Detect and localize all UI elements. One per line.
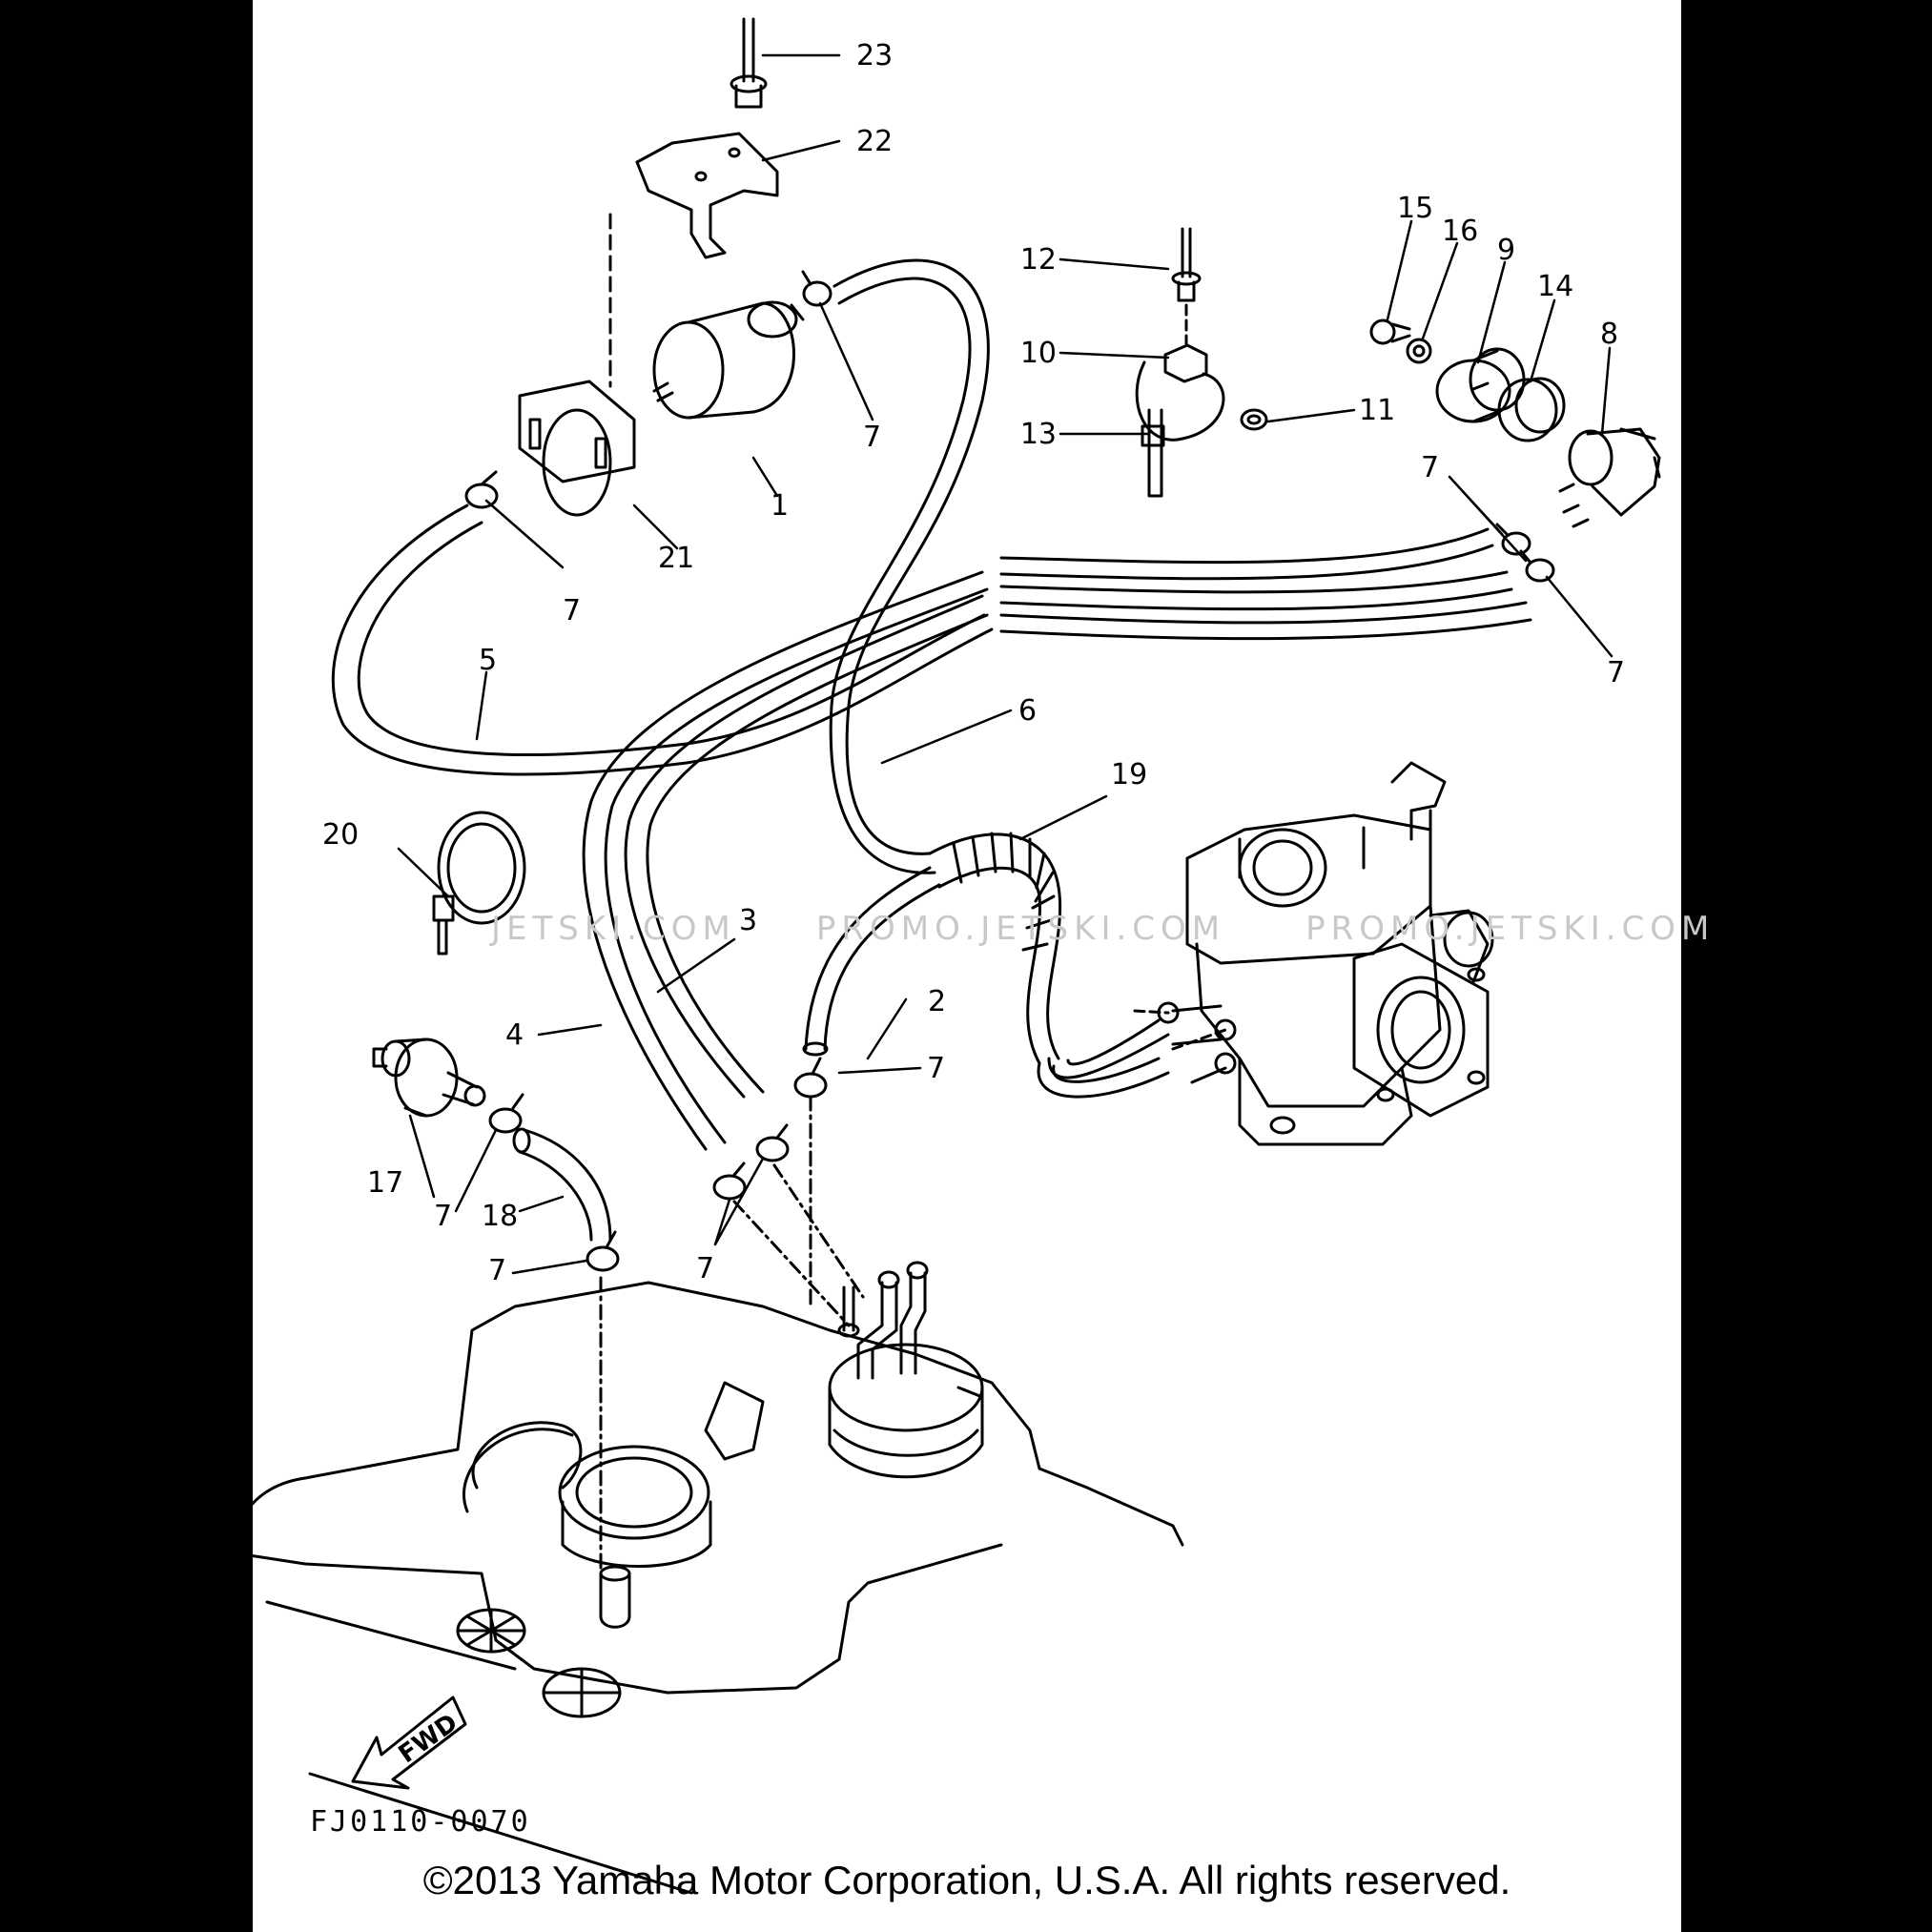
callout-5: 5: [479, 644, 497, 677]
washer-11: [1240, 408, 1268, 431]
callout-16: 16: [1442, 215, 1478, 248]
screw-15: [1369, 319, 1411, 345]
assembly-line-c: [732, 1200, 851, 1327]
bracket-21: [518, 380, 636, 517]
fuel-pickup: [828, 1261, 984, 1479]
callout-7-pair: 7: [696, 1252, 714, 1285]
callout-7-right: 7: [1607, 656, 1625, 689]
diagram-code: FJ0110-0070: [310, 1805, 531, 1839]
carburetor: [1133, 761, 1494, 1146]
callout-7-cock: 7: [1421, 451, 1439, 484]
callout-22: 22: [856, 125, 893, 158]
callout-numbers: 23 22 12 10 13 11 15 16 9 14 8 7 7 1 7 2…: [322, 39, 1625, 1287]
callout-10: 10: [1020, 337, 1057, 370]
callout-7-joint: 7: [434, 1200, 452, 1233]
callout-4: 4: [505, 1018, 524, 1052]
drain-plugs: [456, 1608, 622, 1718]
clamp-7-i: [586, 1230, 620, 1272]
fuel-cock-8: [1558, 427, 1661, 528]
callout-8: 8: [1600, 318, 1618, 351]
band-13: [1141, 408, 1165, 498]
watermark-text: JETSKI.COM PROMO.JETSKI.COM PROMO.JETSKI…: [489, 910, 1715, 948]
callout-15: 15: [1397, 192, 1433, 225]
callout-23: 23: [856, 39, 893, 72]
callout-7-hose2: 7: [927, 1052, 945, 1085]
vent-fitting: [599, 1565, 631, 1629]
hose-6: [829, 258, 990, 874]
callout-21: 21: [658, 542, 694, 575]
hose-2: [802, 866, 941, 1057]
callout-7-filter: 7: [863, 421, 881, 454]
callout-11: 11: [1359, 394, 1395, 427]
washer-16: [1406, 338, 1432, 364]
callout-6: 6: [1018, 694, 1037, 728]
callout-20: 20: [322, 818, 359, 852]
clip-20: [432, 811, 526, 956]
callout-13: 13: [1020, 418, 1057, 451]
callout-18: 18: [482, 1200, 518, 1233]
fuel-filter-1: [652, 300, 805, 420]
screw-23: [730, 17, 768, 109]
hose-19-corrugated: [928, 832, 1170, 1099]
callout-17: 17: [367, 1166, 403, 1200]
leader-lines: [397, 53, 1613, 1275]
hose-4: [582, 570, 989, 1151]
nut-14: [1497, 377, 1566, 442]
callout-9: 9: [1497, 234, 1515, 267]
assembly-line-b: [772, 1163, 865, 1299]
callout-19: 19: [1111, 758, 1147, 791]
copyright-notice: ©2013 Yamaha Motor Corporation, U.S.A. A…: [422, 1858, 1511, 1902]
callout-7-lower: 7: [488, 1254, 506, 1287]
joint-17: [372, 1038, 486, 1118]
hose-bundle-right: [999, 527, 1532, 641]
callout-14: 14: [1537, 270, 1573, 303]
hose-18: [512, 1127, 612, 1242]
clamp-7-c: [1495, 523, 1531, 556]
callout-1: 1: [771, 489, 789, 523]
clamp-7-e: [793, 1057, 828, 1099]
hose-3: [624, 594, 989, 1099]
screw-12: [1171, 227, 1202, 302]
clamp-7-g: [712, 1161, 747, 1201]
callout-12: 12: [1020, 243, 1057, 277]
callout-3: 3: [739, 904, 757, 937]
fuel-tank: [236, 1281, 1184, 1895]
callout-7-left: 7: [563, 594, 581, 627]
clamp-7-f: [755, 1123, 790, 1162]
fwd-arrow: FWD: [351, 1696, 467, 1790]
bracket-22: [635, 132, 779, 259]
clamp-7-h: [488, 1093, 524, 1134]
callout-2: 2: [928, 985, 946, 1018]
clamp-7-a: [464, 470, 499, 509]
clamp-7-b: [801, 270, 832, 307]
clamp-7-d: [1519, 549, 1555, 583]
